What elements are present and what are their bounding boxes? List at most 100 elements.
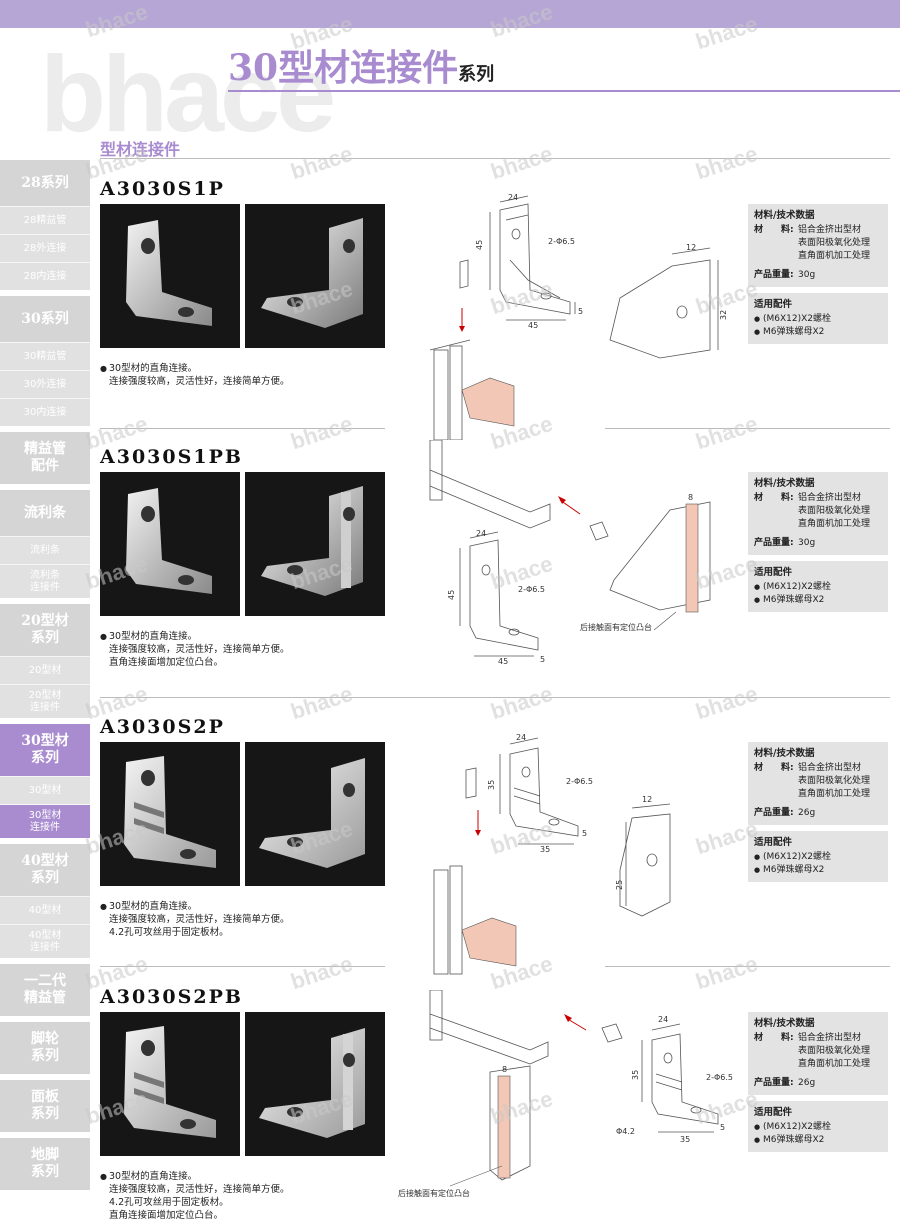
sidebar-item[interactable]: 20型材 [0,656,90,684]
dim-45-a: 45 [475,240,484,250]
material-spec-box: 材料/技术数据材 料:铝合金挤出型材 表面阳极氧化处理 直角面机加工处理产品重量… [748,472,888,555]
description-line: 30型材的直角连接。 [100,362,290,375]
spec-heading: 材料/技术数据 [754,748,815,759]
sidebar-item[interactable]: 28精益管 [0,206,90,234]
dim-35-b: 35 [540,845,550,854]
accessory-item: M6弹珠螺母X2 [754,1134,882,1147]
accessories-heading: 适用配件 [754,837,793,848]
dim-35-a: 35 [631,1070,640,1080]
sidebar-item[interactable]: 20型材 连接件 [0,684,90,718]
product-photo-front [100,1012,240,1156]
sidebar-item[interactable]: 40型材 连接件 [0,924,90,958]
accessories-heading: 适用配件 [754,567,793,578]
sidebar-item[interactable]: 面板 系列 [0,1080,90,1132]
sidebar-item[interactable]: 20型材 系列 [0,604,90,656]
sidebar-item[interactable]: 30型材 [0,776,90,804]
sidebar-item[interactable]: 28外连接 [0,234,90,262]
accessories-box: 适用配件(M6X12)X2螺栓M6弹珠螺母X2 [748,1101,888,1152]
sidebar-item[interactable]: 脚轮 系列 [0,1022,90,1074]
hole-label: 2-Φ6.5 [548,237,575,246]
description-line: 30型材的直角连接。 [100,900,290,913]
spec-heading: 材料/技术数据 [754,210,815,221]
weight-key: 产品重量: [754,538,794,548]
accessories-box: 适用配件 (M6X12)X2螺栓M6弹珠螺母X2 [748,293,888,344]
hole-label: 2-Φ6.5 [566,777,593,786]
dim-24: 24 [516,733,526,742]
dim-12: 12 [686,243,696,252]
product-a3030s1pb: A3030S1PB 30型材的直角连接。连接强度较高，灵活性好，连接简单方便。直… [100,446,890,696]
spec-panel: 材料/技术数据材 料: 铝合金挤出型材 表面阳极氧化处理 直角面机加工处理产品重量… [748,742,888,882]
material-spec-box: 材料/技术数据材 料:铝合金挤出型材 表面阳极氧化处理 直角面机加工处理产品重量… [748,1012,888,1095]
product-divider [100,966,385,967]
material-key: 材 料: [754,763,794,773]
technical-drawing-s2p: 24 35 35 5 2-Φ6.5 12 25 [433,733,671,975]
spec-panel: 材料/技术数据材 料:铝合金挤出型材 表面阳极氧化处理 直角面机加工处理产品重量… [748,472,888,612]
weight-key: 产品重量: [754,1078,794,1088]
product-photo-front [100,204,240,348]
dim-8: 8 [502,1065,507,1074]
sidebar-item[interactable]: 30系列 [0,296,90,342]
technical-drawing-s2pb: 24 35 35 5 2-Φ6.5 Φ4.2 8 后接触面有定位凸台 [398,990,733,1198]
material-key: 材 料: [754,225,794,235]
sidebar-item[interactable]: 精益管 配件 [0,432,90,484]
spec-panel: 材料/技术数据材 料:铝合金挤出型材 表面阳极氧化处理 直角面机加工处理产品重量… [748,204,888,344]
sidebar-item[interactable]: 30型材 连接件 [0,804,90,838]
accessory-item: M6弹珠螺母X2 [754,864,882,877]
weight-value: 26g [798,808,816,818]
accessory-item: (M6X12)X2螺栓 [754,581,882,594]
sidebar-item[interactable]: 30内连接 [0,398,90,426]
description-line: 连接强度较高，灵活性好，连接简单方便。 [109,376,290,387]
product-divider [100,697,890,698]
weight-key: 产品重量: [754,808,794,818]
sidebar-item[interactable]: 流利条 [0,536,90,564]
description-line: 30型材的直角连接。 [100,1170,290,1183]
sidebar-item[interactable]: 30精益管 [0,342,90,370]
sidebar-item[interactable]: 28系列 [0,160,90,206]
product-code: A3030S1PB [100,446,243,468]
section-divider [100,158,890,159]
sidebar-item[interactable]: 流利条 [0,490,90,536]
top-bar [0,0,900,28]
sidebar-item[interactable]: 流利条 连接件 [0,564,90,598]
dim-45-b: 45 [498,657,508,666]
dim-5: 5 [582,829,587,838]
accessory-item: (M6X12)X2螺栓 [754,313,882,326]
title-underline [228,90,900,92]
description-line: 30型材的直角连接。 [100,630,290,643]
dim-45-a: 45 [447,590,456,600]
sidebar-item[interactable]: 一二代 精益管 [0,964,90,1016]
sidebar-item[interactable]: 地脚 系列 [0,1138,90,1190]
material-value: 铝合金挤出型材 表面阳极氧化处理 直角面机加工处理 [798,763,871,799]
sidebar-item[interactable]: 28内连接 [0,262,90,290]
product-photo-front [100,742,240,886]
dim-24: 24 [476,529,486,538]
dim-5: 5 [578,307,583,316]
sidebar-item[interactable]: 30外连接 [0,370,90,398]
sidebar-item[interactable]: 40型材 系列 [0,844,90,896]
product-description: 30型材的直角连接。连接强度较高，灵活性好，连接简单方便。4.2孔可攻丝用于固定… [100,900,290,939]
accessory-item: M6弹珠螺母X2 [754,594,882,607]
product-photo-back [245,472,385,616]
product-description: 30型材的直角连接。连接强度较高，灵活性好，连接简单方便。 [100,362,290,388]
description-line: 连接强度较高，灵活性好，连接简单方便。 [109,1184,290,1195]
product-code: A3030S2PB [100,986,243,1008]
sidebar-item[interactable]: 30型材 系列 [0,724,90,776]
sidebar-item[interactable]: 40型材 [0,896,90,924]
description-line: 直角连接面增加定位凸台。 [109,1210,224,1221]
dim-24: 24 [658,1015,668,1024]
weight-value: 30g [798,538,816,548]
product-photo-back [245,204,385,348]
spec-heading: 材料/技术数据 [754,1018,815,1029]
accessory-item: M6弹珠螺母X2 [754,326,882,339]
accessories-heading: 适用配件 [754,1107,793,1118]
accessories-box: 适用配件 (M6X12)X2螺栓M6弹珠螺母X2 [748,561,888,612]
material-key: 材 料: [754,1033,794,1043]
accessories-heading: 适用配件 [754,299,793,310]
description-line: 连接强度较高，灵活性好，连接简单方便。 [109,644,290,655]
weight-value: 30g [798,270,816,280]
dim-5: 5 [720,1123,725,1132]
hole-label: 2-Φ6.5 [518,585,545,594]
dim-35-b: 35 [680,1135,690,1144]
material-key: 材 料: [754,493,794,503]
